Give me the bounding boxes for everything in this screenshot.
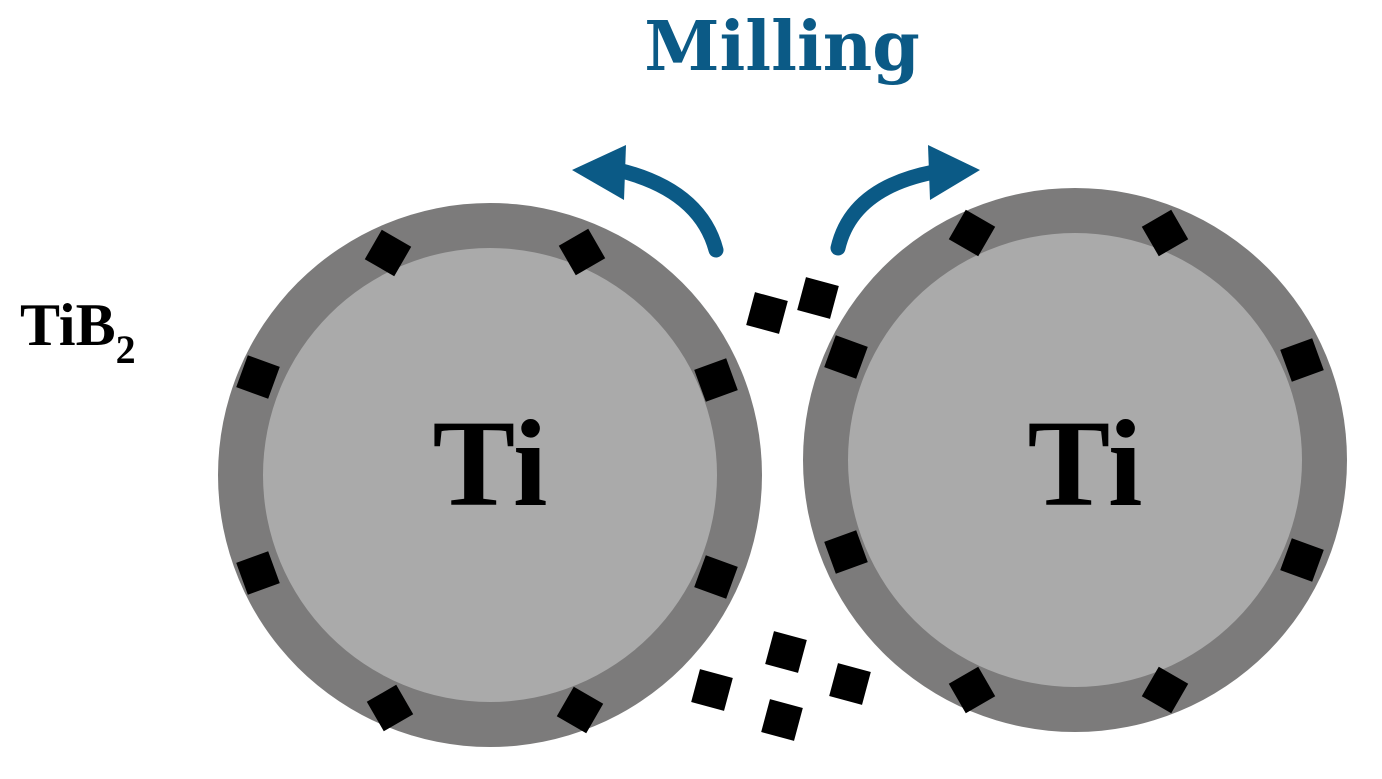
tib2-particle (1280, 338, 1324, 382)
loose-tib2-particle (797, 277, 839, 319)
tib2-label-base: TiB (20, 292, 116, 358)
tib2-particle (948, 666, 996, 714)
tib2-particle (824, 335, 868, 379)
tib2-particle (364, 229, 412, 277)
loose-tib2-particles (691, 277, 871, 741)
tib2-particle (1141, 209, 1189, 257)
loose-tib2-particle (746, 292, 788, 334)
loose-tib2-particle (761, 699, 803, 741)
tib2-particle (824, 530, 868, 574)
tib2-label-subscript: 2 (116, 327, 136, 372)
tib2-label: TiB2 (20, 292, 136, 372)
right-tib2-particles (824, 209, 1324, 714)
left-ti-particle: Ti (218, 203, 762, 747)
right-ti-particle: Ti (803, 188, 1347, 732)
tib2-particle (366, 684, 414, 732)
right-core-label: Ti (1028, 395, 1143, 532)
left-core-label: Ti (433, 395, 548, 532)
right-ti-core (848, 233, 1302, 687)
tib2-particle (556, 686, 604, 734)
left-ti-core (263, 248, 717, 702)
loose-tib2-particle (691, 669, 733, 711)
tib2-particle (1141, 666, 1189, 714)
milling-title: Milling (644, 7, 920, 87)
tib2-particle (1280, 538, 1324, 582)
right-rotation-arrow (830, 145, 980, 256)
left-tib2-particles (236, 228, 738, 734)
tib2-particle (948, 209, 996, 257)
tib2-particle (236, 355, 280, 399)
loose-tib2-particle (765, 631, 807, 673)
loose-tib2-particle (829, 663, 871, 705)
left-rotation-arrow (572, 145, 724, 258)
tib2-particle (694, 555, 738, 599)
tib2-particle (236, 551, 280, 595)
tib2-particle (694, 358, 738, 402)
tib2-particle (558, 228, 606, 276)
